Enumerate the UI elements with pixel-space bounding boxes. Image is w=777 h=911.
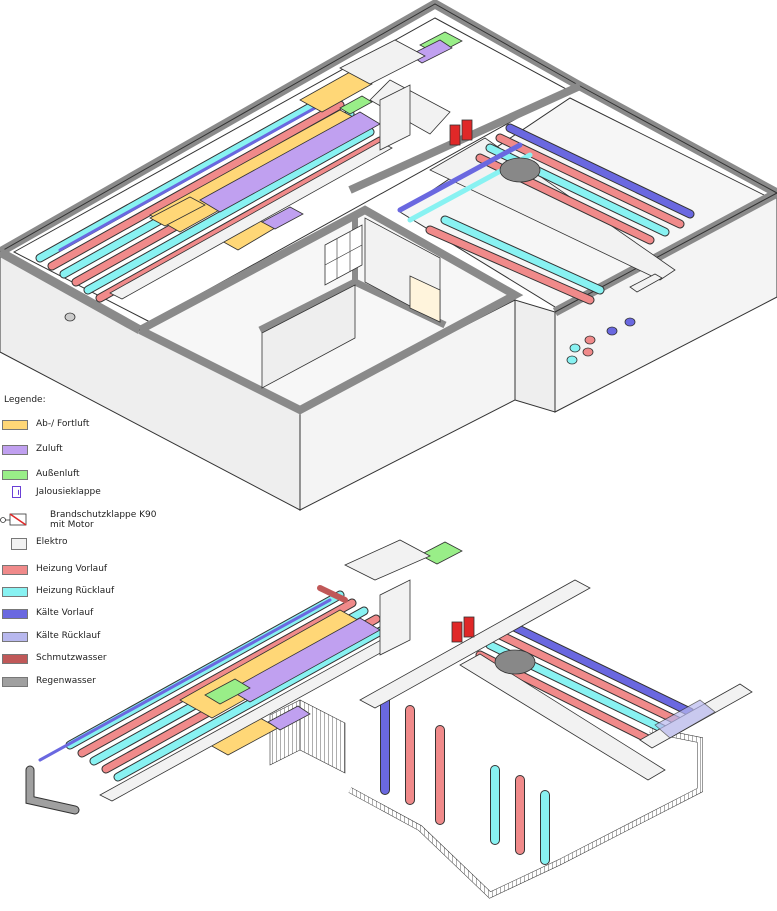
legend-title: Legende: bbox=[4, 395, 46, 405]
pipes-left-section bbox=[35, 91, 385, 303]
legend-item-heizung-vl: Heizung Vorlauf bbox=[0, 563, 175, 577]
legend-swatch bbox=[2, 587, 28, 597]
legend-label: Kälte Rücklauf bbox=[36, 631, 101, 641]
wall-pipe-stubs bbox=[64, 312, 636, 365]
outer-wall-right-low bbox=[514, 299, 556, 413]
legend-item-abluft: Ab-/ Fortluft bbox=[0, 418, 175, 432]
legend-item-heizung-rl: Heizung Rücklauf bbox=[0, 585, 175, 599]
legend-item-brandschutz: Brandschutzklappe K90 mit Motor bbox=[0, 510, 175, 530]
legend-swatch bbox=[2, 632, 28, 642]
legend-swatch bbox=[2, 565, 28, 575]
legend-swatch bbox=[2, 445, 28, 455]
legend-item-elektro: Elektro bbox=[0, 536, 175, 550]
equipment-top bbox=[449, 119, 663, 293]
legend-label: Ab-/ Fortluft bbox=[36, 419, 90, 429]
legend-label: Brandschutzklappe K90 mit Motor bbox=[50, 510, 157, 530]
legend-item-kaelte-rl: Kälte Rücklauf bbox=[0, 630, 175, 644]
legend-swatch bbox=[2, 609, 28, 619]
legend-label: Schmutzwasser bbox=[36, 653, 107, 663]
legend-label: Heizung Rücklauf bbox=[36, 586, 115, 596]
legend-label: Außenluft bbox=[36, 469, 80, 479]
storage-tank bbox=[499, 157, 541, 183]
legend-label: Elektro bbox=[36, 537, 68, 547]
legend-label: Jalousieklappe bbox=[36, 487, 101, 497]
legend-label: Heizung Vorlauf bbox=[36, 564, 108, 574]
legend-item-regenwasser: Regenwasser bbox=[0, 675, 175, 689]
legend-swatch bbox=[11, 538, 27, 550]
legend-swatch bbox=[2, 470, 28, 480]
legend-swatch bbox=[2, 677, 28, 687]
room-wall-face bbox=[261, 284, 356, 389]
room-walls bbox=[138, 205, 524, 415]
legend-label: Regenwasser bbox=[36, 676, 96, 686]
legend-swatch bbox=[2, 654, 28, 664]
legend-swatch bbox=[2, 420, 28, 430]
legend-item-zuluft: Zuluft bbox=[0, 443, 175, 457]
door bbox=[409, 275, 441, 323]
legend-item-kaelte-vl: Kälte Vorlauf bbox=[0, 607, 175, 621]
fire-damper-icon bbox=[0, 513, 27, 526]
ducts-left-section bbox=[149, 31, 463, 251]
legend-label: Zuluft bbox=[36, 444, 63, 454]
louver-damper-icon bbox=[12, 486, 21, 498]
window bbox=[324, 224, 363, 286]
wall-top-left bbox=[0, 248, 143, 334]
legend-item-jalousie: Jalousieklappe bbox=[0, 486, 175, 500]
exploded-view bbox=[25, 539, 753, 899]
legend-label: Kälte Vorlauf bbox=[36, 608, 94, 618]
legend-item-aussenluft: Außenluft bbox=[0, 468, 175, 482]
legend-item-schmutzwasser: Schmutzwasser bbox=[0, 652, 175, 666]
